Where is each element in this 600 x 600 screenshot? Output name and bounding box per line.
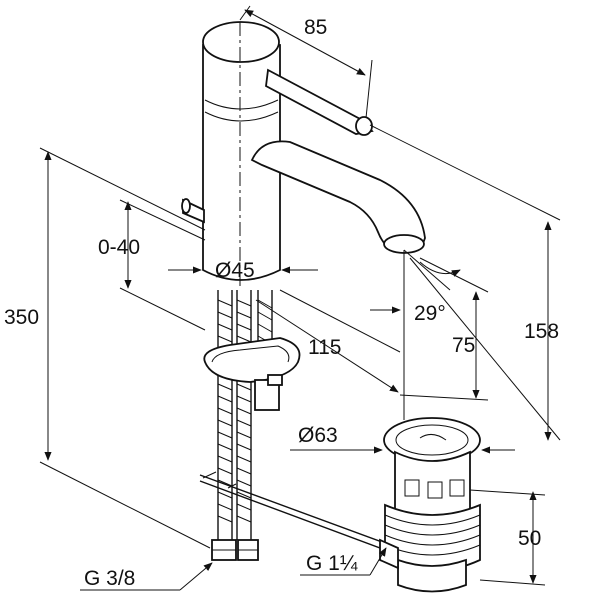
label-d63: Ø63 [298, 424, 338, 447]
mounting-bracket [203, 337, 301, 411]
pull-rod [199, 471, 391, 552]
dim-g38 [80, 562, 213, 591]
waste-valve [379, 417, 481, 593]
label-115: 115 [308, 336, 341, 359]
lever-handle [265, 68, 374, 136]
label-g38: G 3/8 [84, 567, 135, 590]
label-g114: G 1¼ [306, 552, 358, 575]
dim-75 [399, 257, 489, 401]
hoses [211, 290, 273, 561]
popup-rod [181, 198, 205, 224]
spout [250, 140, 426, 254]
label-158: 158 [524, 320, 559, 343]
label-85: 85 [304, 16, 327, 39]
label-350: 350 [4, 306, 39, 329]
label-50: 50 [518, 527, 541, 550]
dim-350 [39, 147, 211, 549]
dim-85 [239, 5, 373, 119]
label-0-40: 0-40 [98, 236, 140, 259]
label-d45: Ø45 [215, 259, 255, 282]
label-29: 29° [414, 302, 446, 325]
dim-g114 [300, 547, 387, 576]
dim-29 [403, 249, 461, 420]
dim-50 [469, 489, 546, 586]
dim-158 [369, 124, 561, 441]
dim-115 [255, 289, 401, 393]
dim-0-40 [119, 199, 206, 331]
label-75: 75 [452, 334, 475, 357]
